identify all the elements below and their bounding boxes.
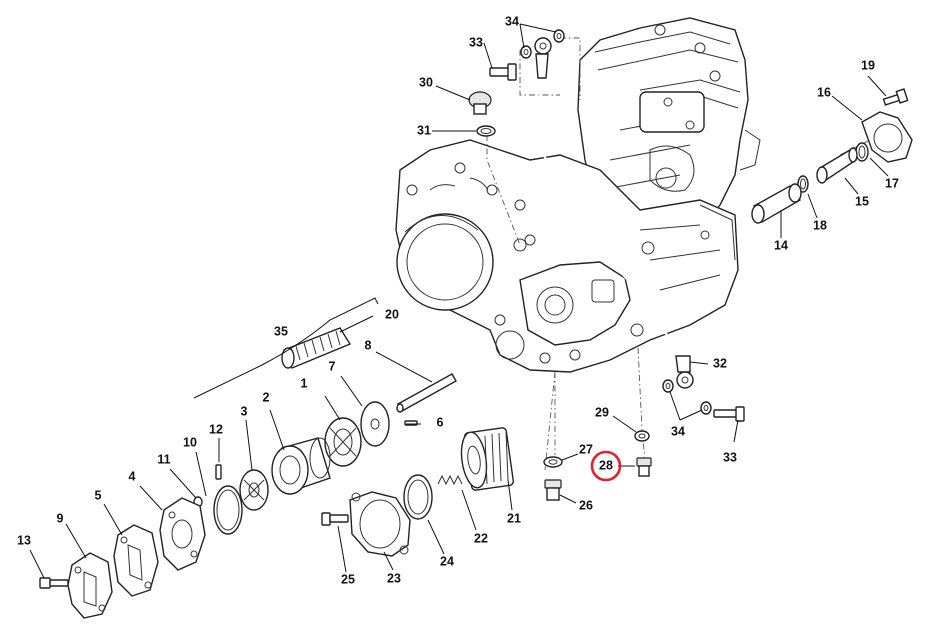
callout-30[interactable]: 30: [419, 75, 433, 89]
rotor-1: [324, 417, 362, 467]
sealing-washers-bottom: [662, 379, 712, 415]
o-ring-17: [855, 142, 869, 162]
plate-4: [159, 497, 206, 571]
oil-filler-plug: [468, 91, 492, 115]
callout-19[interactable]: 19: [861, 58, 875, 72]
callout-29[interactable]: 29: [595, 405, 609, 419]
highlight-ring: [590, 450, 622, 482]
callout-35[interactable]: 35: [274, 324, 288, 338]
strainer-20: [281, 327, 352, 369]
cover-plate-9: [67, 552, 113, 619]
callout-24[interactable]: 24: [440, 554, 454, 568]
callout-12[interactable]: 12: [209, 422, 223, 436]
callout-34-top[interactable]: 34: [505, 14, 519, 28]
screw-13: [39, 577, 69, 589]
callout-22[interactable]: 22: [474, 531, 488, 545]
callout-15[interactable]: 15: [855, 194, 869, 208]
leader-lines: [29, 23, 889, 579]
oil-line-hose: [534, 37, 694, 389]
banjo-bolt-top: [489, 63, 517, 81]
plug-28: [636, 457, 652, 477]
drain-plug-26: [544, 479, 562, 501]
callout-33-top[interactable]: 33: [469, 35, 483, 49]
callout-7[interactable]: 7: [329, 359, 336, 373]
spring-22: [437, 474, 463, 486]
callout-10[interactable]: 10: [183, 435, 197, 449]
callout-11[interactable]: 11: [157, 452, 170, 466]
callout-32[interactable]: 32: [713, 356, 727, 370]
o-ring-10: [213, 485, 243, 535]
filler-plug-o-ring: [476, 125, 496, 137]
callout-labels: 1 2 3 4 5 6 7 8 9 10 11 12 13 14 15 16 1…: [17, 14, 899, 586]
callout-3[interactable]: 3: [241, 404, 248, 418]
o-ring-24: [403, 474, 433, 520]
group-bracket-35: [193, 297, 379, 399]
filter-cover-23: [349, 491, 411, 557]
callout-25[interactable]: 25: [341, 572, 355, 586]
callout-9[interactable]: 9: [57, 511, 64, 525]
callout-21[interactable]: 21: [507, 511, 521, 525]
tube-15: [816, 147, 858, 184]
washer-7: [360, 401, 390, 447]
sleeve-14: [751, 183, 802, 224]
callout-18[interactable]: 18: [813, 218, 827, 232]
callout-5[interactable]: 5: [95, 488, 102, 502]
callout-20[interactable]: 20: [385, 307, 399, 321]
callout-23[interactable]: 23: [387, 571, 401, 585]
rotor-3: [239, 469, 269, 511]
oil-filter-21: [460, 427, 515, 491]
washer-29: [634, 430, 650, 442]
pin-12: [215, 464, 222, 480]
banjo-bolt-bottom: [713, 406, 745, 422]
callout-33-bottom[interactable]: 33: [723, 450, 737, 464]
bolt-25: [321, 512, 349, 526]
callout-27[interactable]: 27: [579, 442, 593, 456]
callout-16[interactable]: 16: [817, 85, 831, 99]
washer-27: [543, 456, 563, 468]
rotor-housing-2: [271, 437, 331, 495]
callout-26[interactable]: 26: [579, 498, 593, 512]
bolt-19: [882, 88, 909, 106]
callout-6[interactable]: 6: [437, 415, 444, 429]
cover-16: [861, 111, 913, 163]
callout-14[interactable]: 14: [774, 238, 788, 252]
callout-8[interactable]: 8: [365, 338, 372, 352]
shaft-8: [396, 373, 457, 413]
sealing-washers-top: [520, 29, 565, 59]
callout-17[interactable]: 17: [885, 176, 899, 190]
gasket-5: [113, 524, 159, 597]
callout-34-bottom[interactable]: 34: [671, 424, 685, 438]
callout-4[interactable]: 4: [129, 469, 136, 483]
callout-13[interactable]: 13: [17, 533, 31, 547]
callout-2[interactable]: 2: [263, 390, 270, 404]
engine-block: [395, 17, 761, 373]
callout-1[interactable]: 1: [301, 376, 308, 390]
callout-28[interactable]: 28: [599, 458, 613, 472]
callout-31[interactable]: 31: [417, 123, 431, 137]
